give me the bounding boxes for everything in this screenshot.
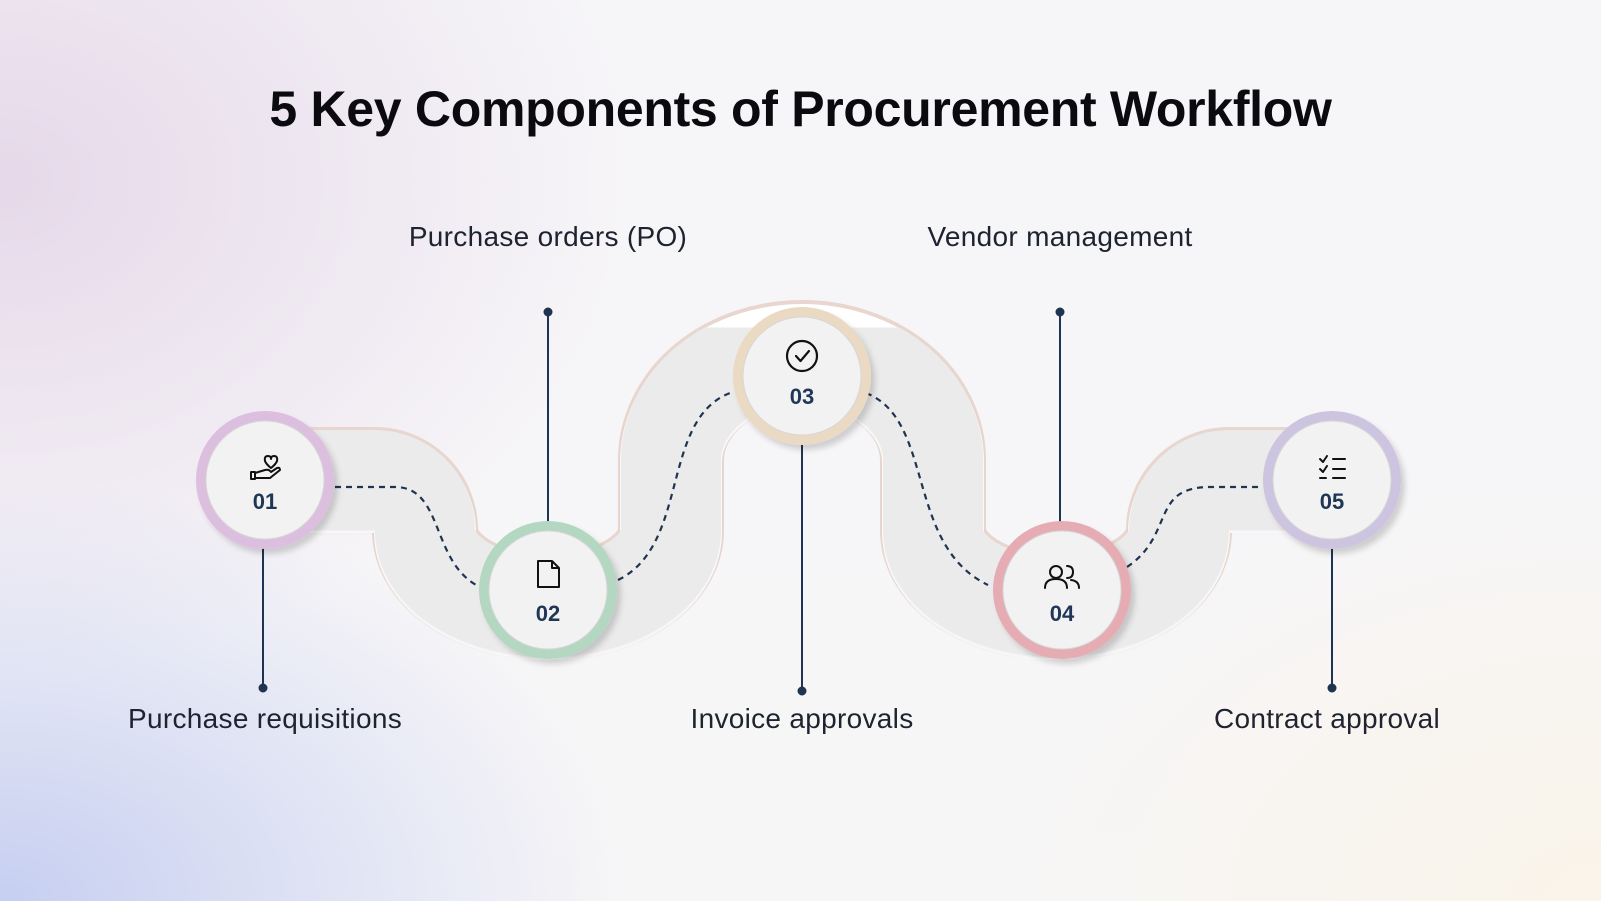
step-number-05: 05: [1320, 489, 1344, 514]
users-icon: [1044, 565, 1080, 589]
step-label-05: Contract approval: [1213, 703, 1441, 734]
step-number-01: 01: [253, 489, 277, 514]
leader-dot-04-top: [1055, 307, 1065, 317]
step-03-node: 03: [733, 307, 871, 445]
checklist-icon: [1319, 455, 1346, 479]
hand-heart-icon: [250, 455, 281, 480]
step-01-node: 01: [196, 411, 334, 549]
leader-dot-02-top: [543, 307, 553, 317]
page-title: 5 Key Components of Procurement Workflow: [269, 81, 1332, 137]
step-label-04: Vendor management: [927, 221, 1193, 252]
leader-dot-03-bottom: [797, 686, 807, 696]
step-label-02: Purchase orders (PO): [408, 221, 688, 252]
document-icon: [537, 560, 560, 588]
leader-dot-05-bottom: [1327, 683, 1337, 693]
step-number-04: 04: [1050, 601, 1075, 626]
dashed-path: [335, 391, 1260, 590]
step-number-02: 02: [536, 601, 560, 626]
step-02-node: 02: [479, 521, 617, 659]
step-04-node: 04: [993, 521, 1131, 659]
step-number-03: 03: [790, 384, 814, 409]
leader-dot-01-bottom: [258, 683, 268, 693]
check-circle-icon: [785, 339, 819, 373]
step-label-01: Purchase requisitions: [128, 703, 402, 734]
step-05-node: 05: [1263, 411, 1401, 549]
step-label-03: Invoice approvals: [690, 703, 914, 734]
